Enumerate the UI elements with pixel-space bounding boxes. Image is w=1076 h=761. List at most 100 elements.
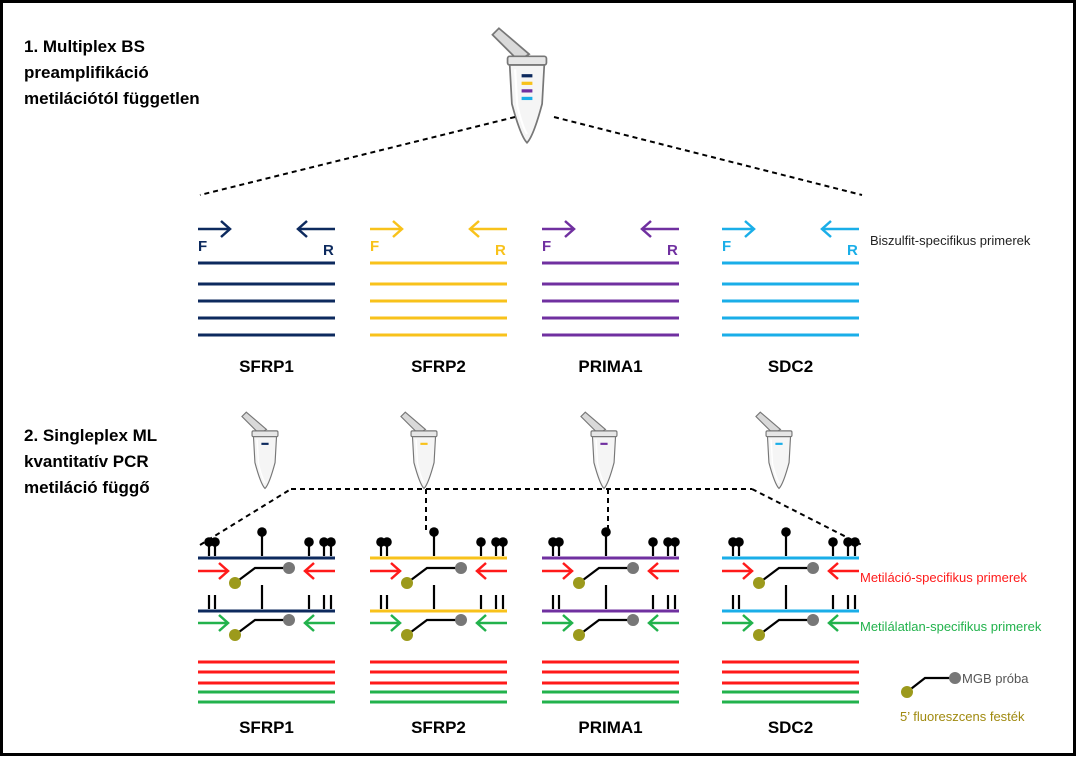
step2-title-line3: metiláció függő (24, 478, 150, 497)
methylated-cpg-5-cap (670, 537, 680, 547)
methylated-reverse-primer (647, 562, 679, 580)
unmethylated-reverse-primer (303, 614, 335, 632)
gene-label-lower: PRIMA1 (578, 718, 642, 737)
methylated-reverse-primer-head (475, 562, 487, 580)
gene-label-upper: SFRP1 (239, 357, 294, 376)
methylated-forward-primer (198, 562, 230, 580)
methylated-reverse-primer-head (303, 562, 315, 580)
unmethylated-reverse-primer (647, 614, 679, 632)
eppendorf-tube-icon-3 (580, 411, 618, 490)
mgb-probe-icon-methylated-quencher (627, 562, 639, 574)
unmethylated-reverse-primer-head (827, 614, 839, 632)
reverse-primer-arrow (640, 220, 679, 238)
gene-label-upper: SDC2 (768, 357, 813, 376)
step2-title-line1: 2. Singleplex ML (24, 426, 157, 445)
bisulfite-primers-label: Biszulfit-specifikus primerek (870, 233, 1031, 248)
eppendorf-tube-icon-main (491, 27, 548, 144)
mgb-probe-icon-unmethylated-linker (234, 618, 287, 636)
mgb-probe-icon-unmethylated-dye (229, 629, 241, 641)
forward-primer-arrow (722, 220, 756, 238)
legend-quencher-dot (949, 672, 961, 684)
methylated-cpg-1-cap (382, 537, 392, 547)
mgb-probe-icon-methylated-linker (234, 566, 287, 584)
reverse-primer-arrow-head (640, 220, 652, 238)
gene-label-lower: SDC2 (768, 718, 813, 737)
methylated-reverse-primer (827, 562, 859, 580)
forward-primer-label: F (198, 238, 207, 255)
methylated-cpg-2-cap (429, 527, 439, 537)
methylated-cpg-1-cap (554, 537, 564, 547)
mgb-probe-icon-methylated-quencher (283, 562, 295, 574)
gene-label-lower: SFRP2 (411, 718, 466, 737)
methylated-forward-primer-head (742, 562, 754, 580)
forward-primer-arrow (198, 220, 232, 238)
forward-primer-label: F (722, 238, 731, 255)
unmethylated-forward-primer (542, 614, 574, 632)
mgb-probe-icon-methylated (229, 562, 295, 589)
mgb-probe-icon-unmethylated-quencher (627, 614, 639, 626)
mgb-probe-label: MGB próba (962, 671, 1029, 686)
unmethylated-reverse-primer-head (303, 614, 315, 632)
reverse-primer-arrow-head (468, 220, 480, 238)
forward-primer-arrow-head (564, 220, 576, 238)
methylated-forward-primer (722, 562, 754, 580)
mgb-probe-icon-unmethylated (753, 614, 819, 641)
dashed-connector-layer (199, 27, 863, 546)
reverse-primer-label: R (847, 242, 858, 259)
legend-layer (901, 672, 961, 698)
mgb-probe-icon-methylated (573, 562, 639, 589)
forward-primer-arrow-head (392, 220, 404, 238)
reverse-primer-label: R (495, 242, 506, 259)
methylated-cpg-2-cap (257, 527, 267, 537)
eppendorf-tube-icon-2 (400, 411, 438, 490)
methylated-cpg-2-cap (601, 527, 611, 537)
methylated-reverse-primer-head (647, 562, 659, 580)
mgb-probe-icon-unmethylated-dye (401, 629, 413, 641)
methylated-forward-primer-head (562, 562, 574, 580)
methylated-forward-primer-head (390, 562, 402, 580)
methylated-cpg-1-cap (210, 537, 220, 547)
unmethylated-reverse-primer-head (475, 614, 487, 632)
methylated-forward-primer-head (218, 562, 230, 580)
eppendorf-tube-icon-4-shine (770, 439, 780, 484)
mgb-probe-icon-methylated-quencher (455, 562, 467, 574)
eppendorf-tube-icon-1 (241, 411, 279, 490)
mgb-probe-icon-unmethylated-linker (758, 618, 811, 636)
methylated-cpg-3-cap (476, 537, 486, 547)
mgb-probe-icon-methylated-dye (229, 577, 241, 589)
step1-title-line2: preamplifikáció (24, 63, 149, 82)
methylated-reverse-primer-head (827, 562, 839, 580)
eppendorf-tube-icon-4 (755, 411, 793, 490)
step1-title-line3: metilációtól független (24, 89, 200, 108)
reverse-primer-label: R (667, 242, 678, 259)
mgb-probe-icon-unmethylated-quencher (455, 614, 467, 626)
mgb-probe-icon-methylated-dye (401, 577, 413, 589)
forward-primer-label: F (542, 238, 551, 255)
unmethylated-forward-primer-head (742, 614, 754, 632)
fluorescent-dye-label: 5’ fluoreszcens festék (900, 709, 1025, 724)
eppendorf-tube-icon-3-rim (590, 430, 618, 438)
methylated-cpg-4-cap (663, 537, 673, 547)
mgb-probe-icon-unmethylated-quencher (807, 614, 819, 626)
dashed-connector-right (553, 116, 863, 196)
unmethylated-forward-primer (722, 614, 754, 632)
forward-primer-arrow-head (744, 220, 756, 238)
dashed-connector-left (199, 116, 516, 196)
forward-primer-arrow (542, 220, 576, 238)
eppendorf-tube-icon-4-body (766, 436, 792, 490)
eppendorf-tube-icon-3-shine (595, 439, 605, 484)
reverse-primer-arrow-head (820, 220, 832, 238)
mgb-probe-icon-methylated-dye (573, 577, 585, 589)
eppendorf-tube-icon-1-shine (256, 439, 266, 484)
mgb-probe-icon-unmethylated-linker (406, 618, 459, 636)
unmethylated-forward-primer (198, 614, 230, 632)
methylated-cpg-4-cap (491, 537, 501, 547)
mgb-probe-icon-unmethylated-quencher (283, 614, 295, 626)
methylated-forward-primer (542, 562, 574, 580)
methylated-cpg-4-cap (319, 537, 329, 547)
